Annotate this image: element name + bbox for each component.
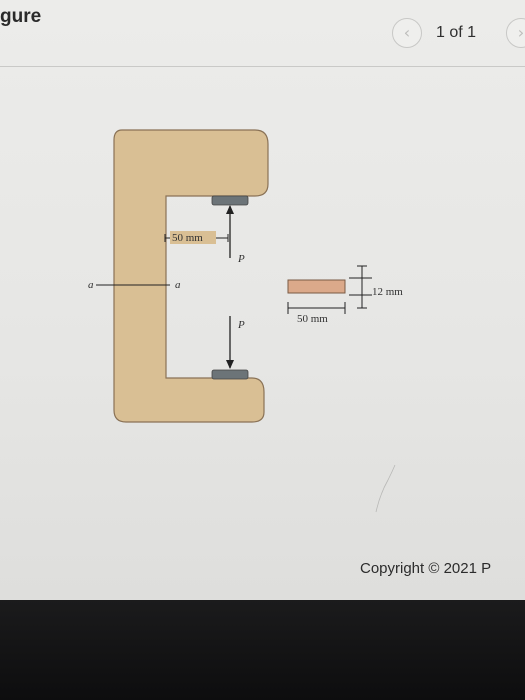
section-label-left: a: [88, 279, 94, 291]
page-indicator: 1 of 1: [436, 24, 477, 41]
gap-dimension-label: 50 mm: [172, 232, 203, 244]
figure: P P 50 mm a a 12 mm 50 mm: [88, 129, 403, 513]
bottom-bearing-pad: [211, 369, 249, 380]
monitor-bezel: [0, 600, 525, 700]
header-divider: [0, 66, 525, 67]
gap-dimension-label-bg: [170, 231, 216, 244]
top-arrowhead-icon: [226, 205, 234, 214]
chevron-right-icon: ›: [517, 23, 525, 42]
top-load-label: P: [237, 253, 245, 265]
c-frame: [113, 129, 269, 423]
cross-section: [287, 279, 346, 294]
chevron-left-icon: ‹: [403, 23, 411, 42]
top-bearing-pad: [211, 195, 249, 206]
copyright-text: Copyright © 2021 P: [360, 560, 492, 577]
previous-button[interactable]: ‹: [392, 18, 422, 48]
section-label-right: a: [175, 279, 181, 291]
screen-mark: [375, 464, 396, 513]
bottom-arrowhead-icon: [226, 360, 234, 369]
page-title: gure: [0, 6, 42, 27]
next-button[interactable]: ›: [506, 18, 525, 48]
bottom-load-label: P: [237, 319, 245, 331]
width-label: 50 mm: [297, 313, 328, 325]
thickness-label: 12 mm: [372, 286, 403, 298]
screen: gure ‹ 1 of 1 › P P 50 mm a a: [0, 0, 525, 600]
